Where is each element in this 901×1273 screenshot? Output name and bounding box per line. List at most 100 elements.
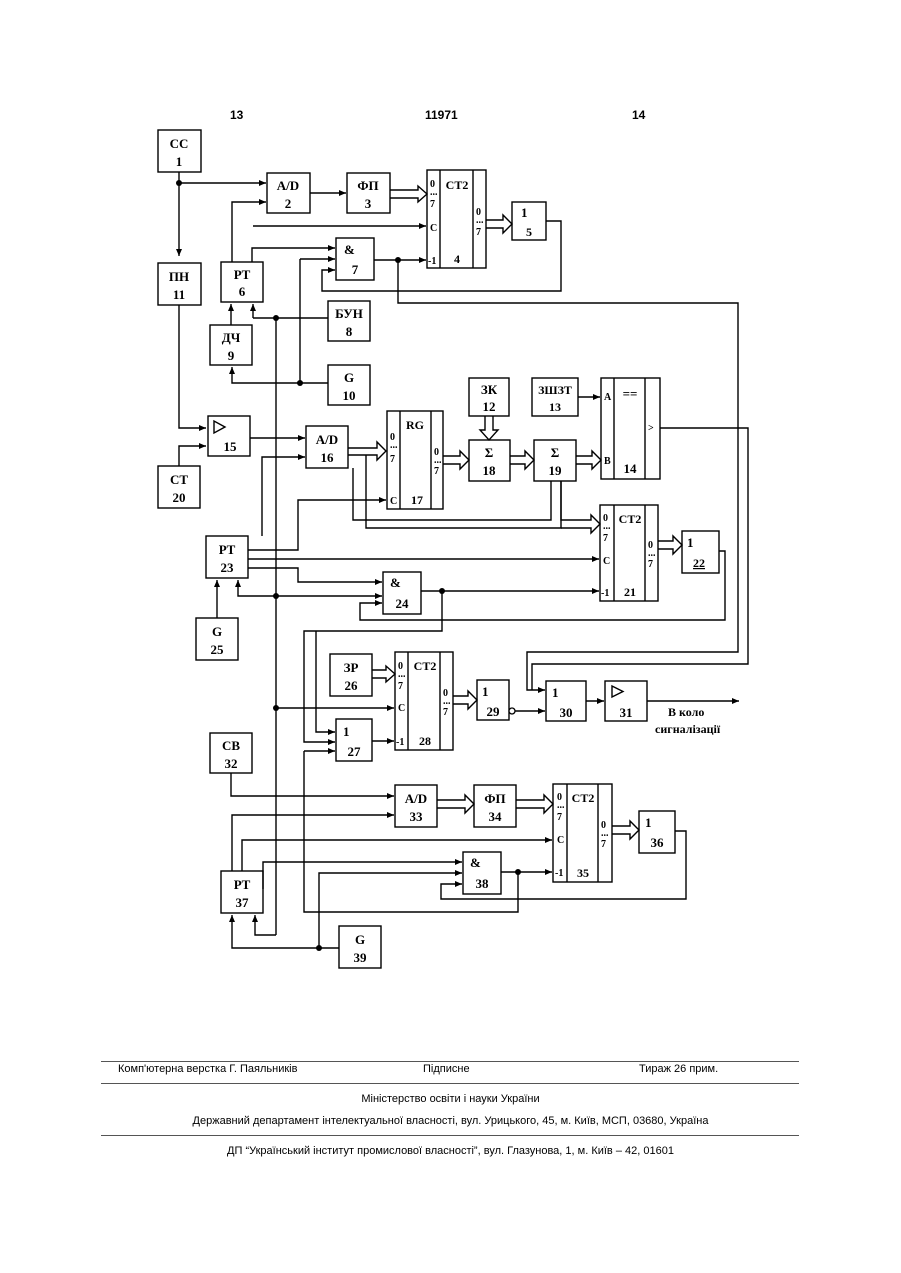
block-28-num: 28 <box>419 734 431 748</box>
block-36-num: 36 <box>651 835 665 850</box>
block-31-num: 31 <box>620 705 633 720</box>
svg-text:7: 7 <box>557 812 562 823</box>
block-25: G 25 <box>196 618 238 660</box>
block-19-name: Σ <box>551 445 560 460</box>
block-26: ЗР 26 <box>330 654 372 696</box>
block-23: PT 23 <box>206 536 248 578</box>
footer-signed: Підписне <box>423 1063 470 1075</box>
block-11-num: 11 <box>173 287 185 302</box>
svg-text:7: 7 <box>648 559 653 570</box>
svg-text:...: ... <box>557 800 565 811</box>
block-5: 1 5 <box>512 202 546 240</box>
block-17-name: RG <box>406 418 424 432</box>
block-8-num: 8 <box>346 324 353 339</box>
block-3-name: ФП <box>357 178 378 193</box>
svg-text:...: ... <box>434 455 442 466</box>
block-18-num: 18 <box>483 463 497 478</box>
svg-text:-1: -1 <box>601 588 609 599</box>
block-35: CT2 35 0 ... 7 C -1 0 ... 7 <box>553 784 612 882</box>
block-10: G 10 <box>328 365 370 405</box>
block-6: PT 6 <box>221 262 263 302</box>
block-4: CT2 4 0 ... 7 C -1 0 ... 7 <box>427 170 486 268</box>
block-10-name: G <box>344 370 354 385</box>
block-2-name: A/D <box>277 178 299 193</box>
block-1-name: CC <box>170 136 189 151</box>
block-14-num: 14 <box>624 461 638 476</box>
block-21: CT2 21 0 ... 7 C -1 0 ... 7 <box>600 505 658 601</box>
svg-text:...: ... <box>603 521 611 532</box>
block-2: A/D 2 <box>267 173 310 213</box>
block-13-num: 13 <box>549 400 561 414</box>
output-label-line1: В коло <box>668 705 704 719</box>
block-6-num: 6 <box>239 284 246 299</box>
block-27-name: 1 <box>343 724 350 739</box>
block-16: A/D 16 <box>306 426 348 468</box>
block-36-name: 1 <box>645 815 652 830</box>
block-32: CB 32 <box>210 733 252 773</box>
block-24-num: 24 <box>396 596 410 611</box>
block-39-num: 39 <box>354 950 368 965</box>
block-27: 1 27 <box>336 719 372 761</box>
block-1-num: 1 <box>176 154 183 169</box>
svg-text:...: ... <box>648 548 656 559</box>
svg-text:...: ... <box>390 440 398 451</box>
block-26-name: ЗР <box>344 660 359 675</box>
block-34-name: ФП <box>484 791 505 806</box>
block-24-name: & <box>390 575 401 590</box>
footer-institute: ДП “Український інститут промислової вла… <box>0 1145 901 1157</box>
svg-text:7: 7 <box>398 681 403 692</box>
block-3: ФП 3 <box>347 173 390 213</box>
block-36: 1 36 <box>639 811 675 853</box>
footer-typesetter: Комп'ютерна верстка Г. Паяльників <box>118 1063 297 1075</box>
block-7-name: & <box>344 242 355 257</box>
svg-text:7: 7 <box>603 533 608 544</box>
svg-text:C: C <box>603 556 610 567</box>
block-35-name: CT2 <box>572 791 595 805</box>
svg-text:...: ... <box>601 828 609 839</box>
block-24: & 24 <box>383 572 421 614</box>
block-12-name: ЗК <box>481 382 498 397</box>
block-26-num: 26 <box>345 678 359 693</box>
block-5-num: 5 <box>526 225 532 239</box>
block-37-name: PT <box>234 877 251 892</box>
block-15-num: 15 <box>224 439 238 454</box>
svg-text:7: 7 <box>434 466 439 477</box>
block-8: БУН 8 <box>328 301 370 341</box>
block-8-name: БУН <box>335 306 363 321</box>
svg-text:-1: -1 <box>396 737 404 748</box>
block-4-num: 4 <box>454 252 460 266</box>
block-29-name: 1 <box>482 684 489 699</box>
block-22-num: 22 <box>693 556 705 570</box>
block-21-name: CT2 <box>619 512 642 526</box>
block-22: 1 22 <box>682 531 719 573</box>
block-25-name: G <box>212 624 222 639</box>
block-21-num: 21 <box>624 585 636 599</box>
svg-text:C: C <box>398 703 405 714</box>
block-2-num: 2 <box>285 196 292 211</box>
block-33-name: A/D <box>405 791 427 806</box>
block-4-name: CT2 <box>446 178 469 192</box>
block-14: == 14 A B > <box>601 378 660 479</box>
block-11-name: ПН <box>169 269 189 284</box>
block-33: A/D 33 <box>395 785 437 827</box>
block-diagram: CC 1 A/D 2 ФП 3 CT2 4 0 ... 7 C -1 0 ...… <box>0 0 901 1000</box>
block-27-num: 27 <box>348 744 362 759</box>
block-1: CC 1 <box>158 130 201 172</box>
svg-text:C: C <box>390 496 397 507</box>
block-28-name: CT2 <box>414 659 437 673</box>
block-6-name: PT <box>234 267 251 282</box>
svg-text:7: 7 <box>430 199 435 210</box>
block-38-name: & <box>470 855 481 870</box>
block-16-num: 16 <box>321 450 335 465</box>
block-32-name: CB <box>222 738 240 753</box>
svg-text:>: > <box>648 423 654 434</box>
block-12-num: 12 <box>483 399 496 414</box>
block-20-name: CT <box>170 472 188 487</box>
block-19: Σ 19 <box>534 440 576 481</box>
block-23-num: 23 <box>221 560 235 575</box>
block-10-num: 10 <box>343 388 356 403</box>
block-33-num: 33 <box>410 809 424 824</box>
block-25-num: 25 <box>211 642 225 657</box>
block-9-num: 9 <box>228 348 235 363</box>
svg-text:C: C <box>430 223 437 234</box>
